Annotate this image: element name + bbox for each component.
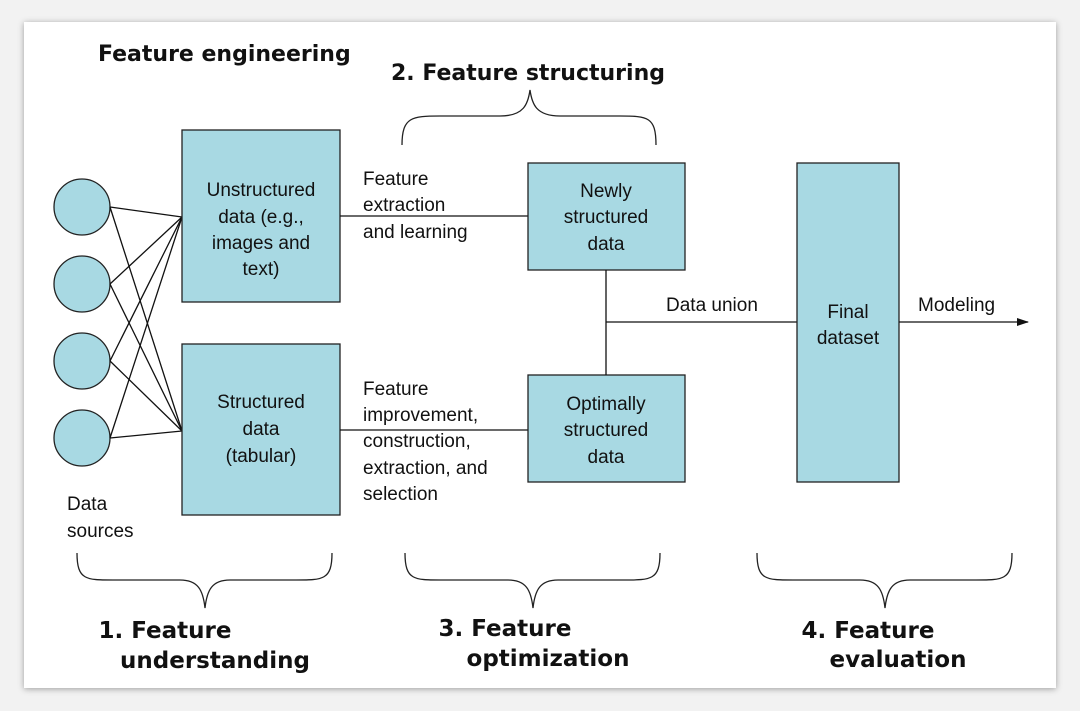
unstructured-line-1: Unstructured <box>207 180 316 201</box>
stage-evaluation-line-1: 4. Feature <box>802 618 935 644</box>
brace-evaluation <box>756 552 1013 609</box>
data-sources-label-2: sources <box>67 521 134 542</box>
stage-understanding-line-1: 1. Feature <box>99 618 232 644</box>
unstructured-line-2: data (e.g., <box>218 207 304 228</box>
final-line-2: dataset <box>817 328 880 349</box>
extraction-label-1: Feature <box>363 169 428 190</box>
stage-evaluation-line-2: evaluation <box>830 647 967 673</box>
unstructured-data-box <box>181 129 341 303</box>
data-source-2 <box>53 255 111 313</box>
optimally-structured-data-box <box>527 374 686 483</box>
stage-optimization-line-1: 3. Feature <box>439 616 572 642</box>
structured-line-1: Structured <box>217 392 305 413</box>
stage-structuring-line-1: 2. Feature structuring <box>391 61 665 86</box>
final-line-1: Final <box>827 302 868 323</box>
data-source-1 <box>53 178 111 236</box>
structured-data-box <box>181 343 341 516</box>
unstructured-line-4: text) <box>243 259 280 280</box>
modeling-label: Modeling <box>918 295 995 316</box>
extraction-label-2: extraction <box>363 195 445 216</box>
structured-line-3: (tabular) <box>226 446 297 467</box>
improvement-label-3: construction, <box>363 431 471 452</box>
optimally-line-1: Optimally <box>566 394 646 415</box>
newly-line-3: data <box>588 234 625 255</box>
unstructured-line-3: images and <box>212 233 310 254</box>
optimally-line-2: structured <box>564 420 648 441</box>
brace-optimization <box>404 552 661 609</box>
diagram-title: Feature engineering <box>98 42 351 67</box>
data-union-label: Data union <box>666 295 758 316</box>
newly-line-1: Newly <box>580 181 632 202</box>
final-dataset-box <box>796 162 900 483</box>
improvement-label-1: Feature <box>363 379 428 400</box>
brace-structuring <box>401 89 657 146</box>
source-connectors <box>109 206 183 439</box>
stage-understanding-line-2: understanding <box>120 648 310 674</box>
extraction-label-3: and learning <box>363 222 468 243</box>
improvement-label-2: improvement, <box>363 405 478 426</box>
improvement-label-5: selection <box>363 484 438 505</box>
stage-optimization-line-2: optimization <box>467 646 630 672</box>
improvement-label-4: extraction, and <box>363 458 488 479</box>
data-source-4 <box>53 409 111 467</box>
data-source-3 <box>53 332 111 390</box>
brace-understanding <box>76 552 333 609</box>
optimally-line-3: data <box>588 447 625 468</box>
structured-line-2: data <box>243 419 280 440</box>
newly-line-2: structured <box>564 207 648 228</box>
data-sources-label-1: Data <box>67 494 108 515</box>
